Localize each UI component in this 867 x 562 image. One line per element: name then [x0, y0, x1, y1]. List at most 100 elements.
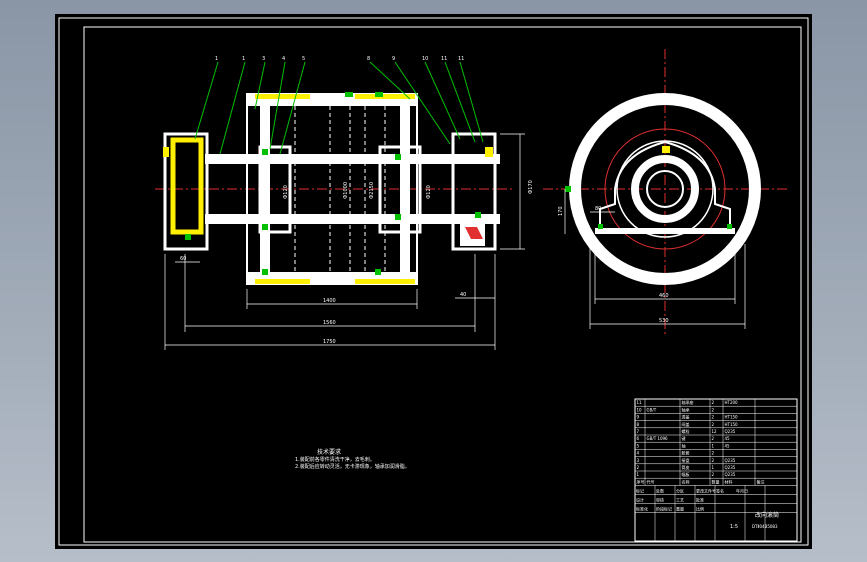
bom-cell: 幅板	[682, 471, 690, 477]
bom-cell: 透盖	[682, 414, 690, 420]
svg-text:1.装配前各零件清洗干净，去毛刺。: 1.装配前各零件清洗干净，去毛刺。	[295, 456, 375, 463]
bom-header-cell: 数量	[712, 478, 720, 484]
left-web-plate	[260, 94, 270, 284]
drawing-scale: 1:5	[730, 524, 738, 530]
svg-text:80: 80	[595, 206, 601, 212]
bom-cell: HT150	[725, 415, 739, 420]
inner-frame	[83, 26, 802, 543]
bom-header-cell: 备注	[757, 478, 765, 484]
bearing-pitch-circle	[604, 128, 726, 250]
bom-header-cell: 序号	[637, 478, 645, 484]
callout-leaders	[194, 61, 484, 155]
bom-cell: Q235	[725, 465, 736, 470]
lagging-bottom-right	[355, 279, 415, 284]
title-label: 批准	[696, 496, 704, 502]
title-label: 标准化	[636, 505, 648, 511]
svg-text:2.装配后应转动灵活，无卡滞现象，轴承加润滑脂。: 2.装配后应转动灵活，无卡滞现象，轴承加润滑脂。	[295, 463, 410, 470]
bearing-pedestal	[599, 140, 731, 232]
svg-text:11: 11	[441, 56, 447, 62]
svg-text:1750: 1750	[323, 339, 336, 345]
outer-frame	[58, 17, 809, 546]
title-label: 处数	[656, 487, 664, 493]
bom-header-cell: 名称	[682, 478, 690, 484]
title-label: 标记	[636, 487, 644, 493]
bom-cell: 6	[637, 436, 640, 441]
pedestal-base	[595, 228, 735, 234]
svg-text:5: 5	[302, 56, 305, 62]
svg-text:3: 3	[262, 56, 265, 62]
title-label: 审核	[656, 496, 664, 502]
bom-cell: 2	[712, 400, 715, 405]
left-bearing-block	[163, 132, 209, 251]
lagging-bottom-left	[255, 279, 310, 284]
svg-text:170: 170	[558, 206, 564, 216]
bom-cell: 8	[637, 422, 640, 427]
bom-cell: 2	[712, 415, 715, 420]
shaft-upper	[205, 154, 500, 164]
bom-cell: 轴	[682, 442, 686, 448]
svg-text:Ф120: Ф120	[283, 185, 289, 199]
svg-text:8: 8	[367, 56, 370, 62]
svg-text:40: 40	[460, 292, 466, 298]
bom-cell: 45	[725, 443, 731, 448]
title-label: 设计	[636, 496, 644, 502]
cad-canvas: 1 1 3 4 5 8 9 10 11 11 1400 1560	[58, 17, 809, 546]
bom-cell: 1	[637, 472, 640, 477]
title-label: 分区	[676, 487, 684, 493]
shaft-bore	[646, 170, 684, 208]
lagging-top-right	[355, 94, 415, 99]
left-hub	[258, 145, 292, 234]
bearing-ring	[631, 155, 699, 223]
bom-cell: 2	[637, 465, 640, 470]
bom-header-cell: 代号	[647, 478, 655, 484]
bom-cell: HT200	[725, 400, 739, 405]
svg-text:技术要求: 技术要求	[317, 448, 341, 456]
bom-cell: 接盘	[682, 457, 690, 463]
title-label: 工艺	[676, 497, 684, 502]
svg-text:1400: 1400	[323, 298, 336, 304]
bom-cell: 7	[637, 429, 640, 434]
left-bearing-seal	[170, 137, 204, 235]
bom-cell: 2	[712, 451, 715, 456]
bom-cell: 3	[637, 458, 640, 463]
dimension-lines	[164, 133, 525, 350]
front-dimension-labels: 1400 1560 1750 40 60 Ф170 Ф1000 Ф2150 Ф1…	[180, 180, 534, 345]
svg-text:Ф120: Ф120	[426, 185, 432, 199]
callout-numbers: 1 1 3 4 5 8 9 10 11 11	[215, 56, 464, 62]
red-marker	[465, 227, 483, 239]
bom-cell: Q235	[725, 429, 736, 434]
bom-cell: 筒皮	[682, 464, 690, 470]
title-label: 阶段标记	[656, 505, 672, 511]
bom-cell: 12	[712, 429, 718, 434]
right-bearing-block	[451, 132, 497, 251]
bom-cell: 10	[637, 407, 643, 412]
bom-cell: 1	[712, 443, 715, 448]
title-label: 比例	[696, 505, 704, 511]
bom-cell: Q235	[725, 458, 736, 463]
bom-cell: 2	[712, 436, 715, 441]
title-label: 重量	[676, 505, 684, 511]
drawing-sheet: 1 1 3 4 5 8 9 10 11 11 1400 1560	[55, 14, 812, 549]
svg-text:1: 1	[215, 56, 218, 62]
bom-cell: Q235	[725, 472, 736, 477]
bom-cell: 11	[637, 400, 643, 405]
bom-cell: 闷盖	[682, 421, 690, 427]
bom-cell: 螺栓	[682, 428, 690, 434]
bom-cell: 4	[637, 451, 640, 456]
bom-cell: 轴承	[682, 406, 690, 412]
title-label: 更改文件号	[696, 487, 716, 493]
svg-text:1: 1	[242, 56, 245, 62]
svg-text:460: 460	[659, 293, 669, 299]
svg-text:Ф170: Ф170	[528, 180, 534, 194]
svg-text:10: 10	[422, 56, 428, 62]
bom-cell: 2	[712, 407, 715, 412]
svg-text:1560: 1560	[323, 320, 336, 326]
svg-text:530: 530	[659, 318, 669, 324]
lagging-top-left	[255, 94, 310, 99]
bom-cell: 2	[712, 422, 715, 427]
bom-cell: 2	[712, 472, 715, 477]
svg-text:9: 9	[392, 56, 395, 62]
right-hub	[378, 145, 422, 234]
bom-cell: 胀套	[682, 450, 690, 456]
